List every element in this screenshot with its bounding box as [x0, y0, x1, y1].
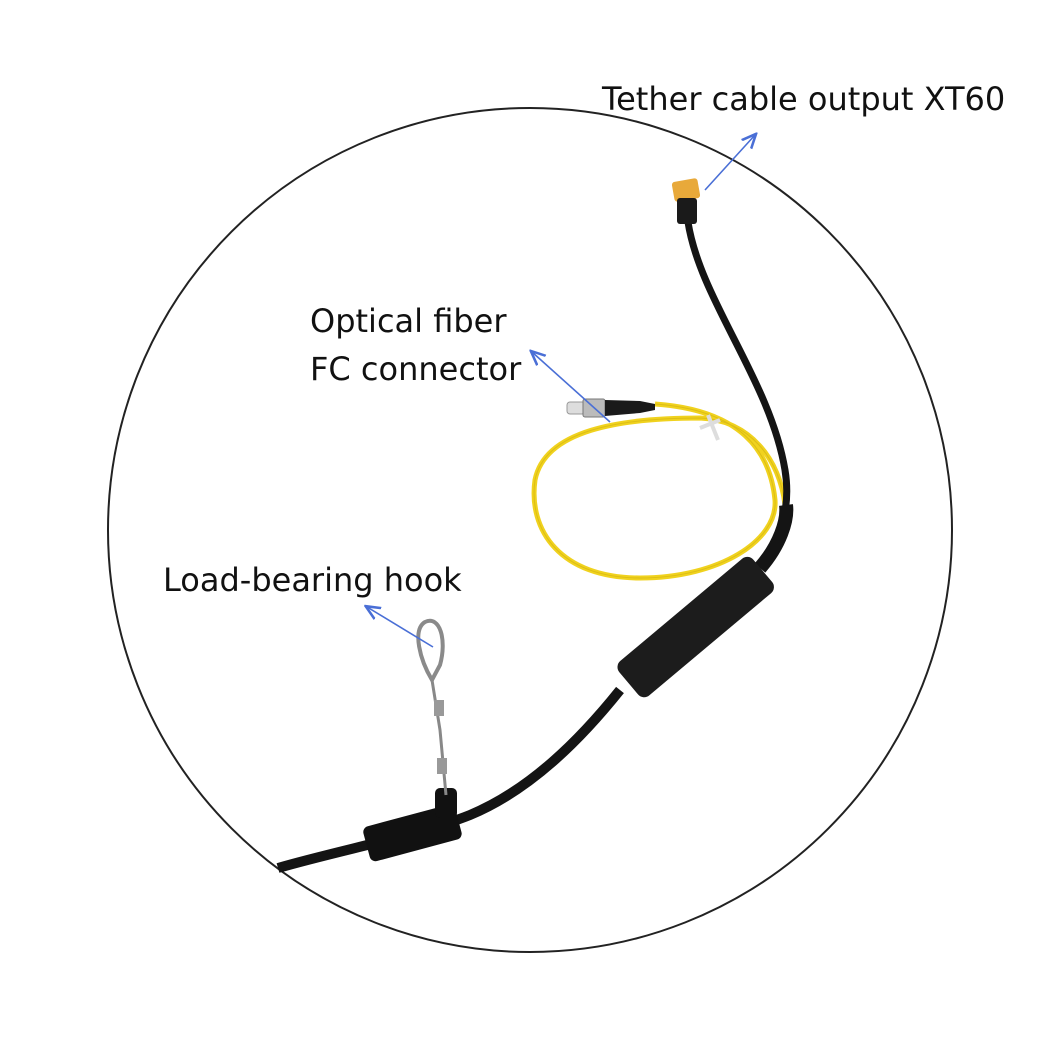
xt60-connector — [671, 178, 701, 224]
tether-arrow — [704, 135, 755, 191]
hook-label: Load-bearing hook — [163, 561, 462, 599]
load-bearing-hook — [416, 618, 448, 796]
fiber-label-line2: FC connector — [310, 350, 522, 388]
frame-circle — [107, 107, 953, 953]
tether-label: Tether cable output XT60 — [602, 80, 1006, 118]
fiber-label-line1: Optical fiber — [310, 302, 507, 340]
hook-clamp — [363, 788, 462, 862]
tether-cable — [276, 221, 794, 873]
fc-connector — [566, 398, 655, 418]
fiber-arrow — [532, 352, 611, 423]
optical-fiber — [531, 401, 788, 581]
hook-arrow — [367, 607, 434, 648]
inline-module — [617, 556, 774, 698]
cable-tie — [699, 414, 721, 441]
